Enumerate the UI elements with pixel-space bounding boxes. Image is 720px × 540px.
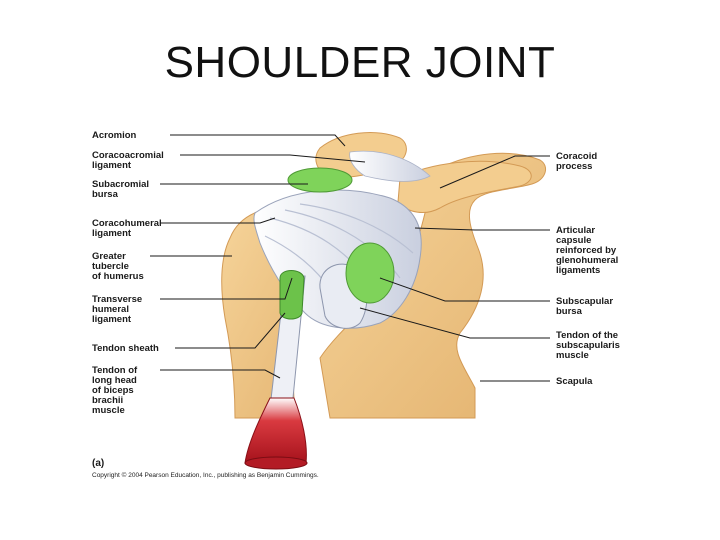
labels-right: Coracoid process Articular capsule reinf… xyxy=(556,151,620,387)
leader-coracoid-process xyxy=(439,155,550,189)
labels-left: Acromion Coracoacromial ligament Subacro… xyxy=(92,130,166,416)
label-biceps-tendon: Tendon of long head of biceps brachii mu… xyxy=(92,365,140,416)
leader-coracohumeral-ligament xyxy=(160,217,276,224)
label-coracoid-process: Coracoid process xyxy=(556,151,600,172)
label-articular-capsule: Articular capsule reinforced by glenohum… xyxy=(556,225,620,276)
subacromial-bursa-shape xyxy=(287,167,353,193)
leader-coracoacromial-ligament xyxy=(180,154,366,163)
label-transverse-humeral-ligament: Transverse humeral ligament xyxy=(92,294,145,325)
label-coracoacromial-ligament: Coracoacromial ligament xyxy=(92,150,166,171)
label-scapula: Scapula xyxy=(556,376,593,387)
label-acromion: Acromion xyxy=(92,130,137,141)
leader-tendon-sheath xyxy=(175,312,286,349)
label-coracohumeral-ligament: Coracohumeral ligament xyxy=(92,218,164,239)
leader-articular-capsule xyxy=(414,227,550,231)
capsule-fiber-line xyxy=(299,203,414,254)
tendon-sheath-shape xyxy=(279,270,305,320)
coracoid-process-bone xyxy=(397,160,532,214)
label-tendon-sheath: Tendon sheath xyxy=(92,343,159,354)
label-subacromial-bursa: Subacromial bursa xyxy=(92,179,152,200)
label-subscapular-bursa: Subscapular bursa xyxy=(556,296,616,317)
panel-label: (a) xyxy=(92,458,104,469)
leader-subscapular-bursa xyxy=(379,277,550,302)
coracoacromial-ligament-fibers xyxy=(349,150,431,182)
leader-transverse-humeral-ligament xyxy=(160,277,293,300)
leader-acromion xyxy=(170,134,346,147)
label-subscapularis-tendon: Tendon of the subscapularis muscle xyxy=(556,330,620,361)
copyright-text: Copyright © 2004 Pearson Education, Inc.… xyxy=(92,471,319,479)
leader-lines-left xyxy=(150,134,366,379)
shoulder-joint-diagram: Acromion Coracoacromial ligament Subacro… xyxy=(92,130,620,479)
subscapular-bursa-shape xyxy=(345,242,395,304)
leader-subscapularis-tendon xyxy=(359,307,550,339)
label-greater-tubercle: Greater tubercle of humerus xyxy=(92,251,144,282)
slide-title: SHOULDER JOINT xyxy=(164,38,556,87)
leader-lines-right xyxy=(359,155,550,382)
leader-biceps-tendon xyxy=(160,369,281,379)
biceps-muscle-cut-surface xyxy=(244,456,308,470)
